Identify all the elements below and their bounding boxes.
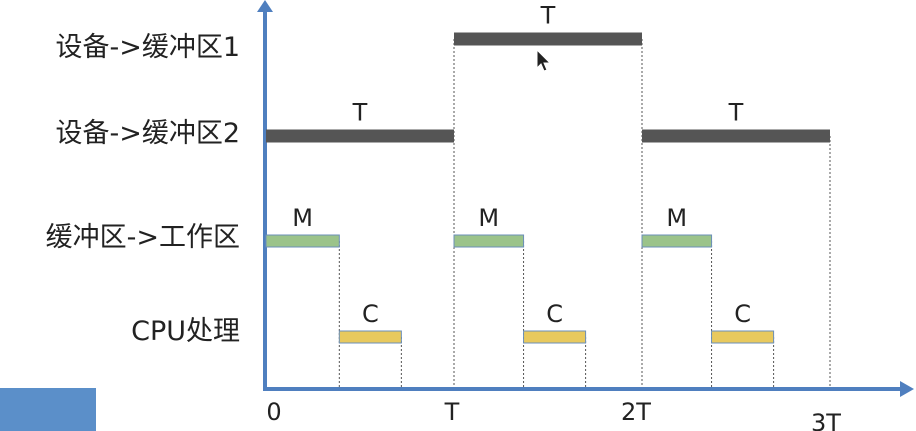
segment-buf-work-5 [641, 234, 713, 248]
segment-label-cpu-7: C [546, 300, 563, 328]
segment-label-buf-work-4: M [478, 204, 499, 232]
segment-dev-buf2-0 [266, 129, 454, 143]
segment-label-cpu-6: C [362, 300, 379, 328]
row-label-cpu: CPU处理 [131, 316, 240, 347]
segment-buf-work-4 [453, 234, 525, 248]
segment-label-buf-work-3: M [292, 204, 313, 232]
tick-label-0: 0 [266, 398, 281, 426]
y-axis-arrow-icon [257, 0, 273, 12]
tick-label-2T: 2T [621, 398, 651, 426]
row-labels: 设备->缓冲区1 设备->缓冲区2 缓冲区->工作区 CPU处理 [46, 32, 240, 347]
segment-cpu-6 [338, 330, 402, 344]
segment-buf-work-3 [265, 234, 340, 248]
mouse-cursor-icon [536, 48, 552, 72]
guide-lines [338, 39, 831, 389]
segment-label-buf-work-5: M [666, 204, 687, 232]
segments: T T T M M M C C C [265, 2, 830, 344]
segment-cpu-7 [523, 330, 587, 344]
row-label-buf-work: 缓冲区->工作区 [46, 222, 240, 253]
segment-dev-buf2-2 [642, 129, 830, 143]
tick-label-T: T [444, 398, 460, 426]
segment-dev-buf1-1 [454, 32, 642, 46]
segment-label-dev-buf2-2: T [728, 99, 744, 127]
row-label-dev-buf1: 设备->缓冲区1 [55, 32, 240, 63]
segment-label-dev-buf1-1: T [540, 2, 556, 30]
segment-cpu-8 [711, 330, 775, 344]
tick-label-3T: 3T [811, 409, 841, 431]
segment-label-dev-buf2-0: T [352, 99, 368, 127]
segment-label-cpu-8: C [734, 300, 751, 328]
tick-labels: 0 T 2T 3T [266, 398, 841, 431]
x-axis-arrow-icon [900, 381, 914, 397]
corner-box [0, 388, 96, 431]
row-label-dev-buf2: 设备->缓冲区2 [55, 118, 240, 149]
axes [257, 0, 914, 397]
